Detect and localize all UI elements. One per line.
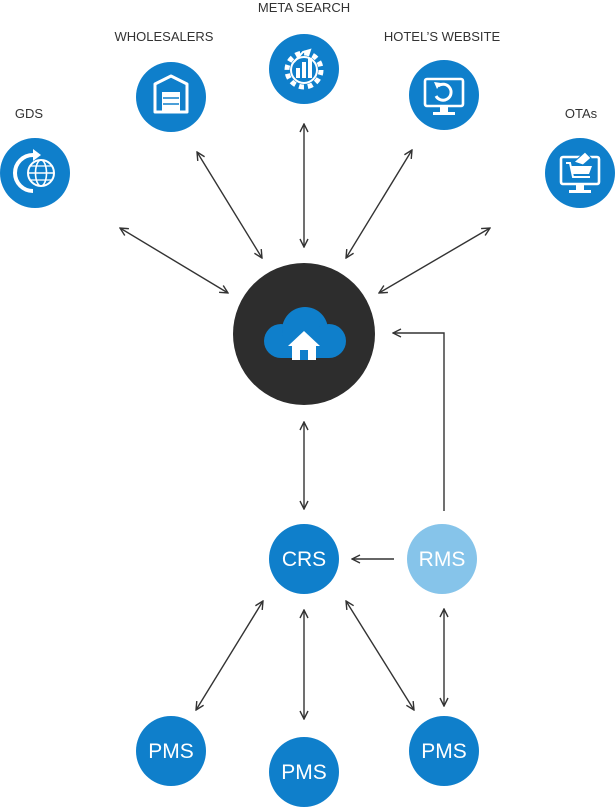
globe-refresh-icon	[13, 149, 55, 193]
crs-node: CRS	[269, 524, 339, 594]
arrow-otas-hub	[379, 228, 490, 293]
arrow-crs-pms-right	[346, 601, 414, 710]
pms-left-node: PMS	[136, 716, 206, 786]
pms-left-label: PMS	[148, 740, 194, 763]
pms-center-label: PMS	[281, 761, 327, 784]
crs-label: CRS	[282, 548, 326, 571]
arrow-wholesalers-hub	[197, 152, 262, 258]
label-hotels-website: HOTEL’S WEBSITE	[384, 29, 501, 44]
rms-label: RMS	[419, 548, 466, 571]
meta-search-node	[269, 34, 339, 104]
wholesalers-node	[136, 62, 206, 132]
arrow-crs-pms-left	[196, 601, 263, 710]
label-meta-search: META SEARCH	[258, 0, 350, 15]
arrow-gds-hub	[120, 228, 228, 293]
monitor-cart-icon	[559, 151, 601, 193]
label-gds: GDS	[15, 106, 44, 121]
gear-chart-icon	[284, 48, 324, 90]
arrow-website-hub	[346, 150, 412, 258]
hotels-website-node	[409, 60, 479, 130]
otas-node	[545, 138, 615, 208]
rms-node: RMS	[407, 524, 477, 594]
gds-node	[0, 138, 70, 208]
pms-center-node: PMS	[269, 737, 339, 807]
warehouse-icon	[153, 74, 189, 114]
pms-right-node: PMS	[409, 716, 479, 786]
pms-right-label: PMS	[421, 740, 467, 763]
cloud-house-icon	[264, 307, 346, 360]
monitor-refresh-icon	[423, 77, 465, 115]
label-otas: OTAs	[565, 106, 598, 121]
hub-node	[233, 263, 375, 405]
arrow-rms-hub	[393, 333, 445, 511]
label-wholesalers: WHOLESALERS	[115, 29, 214, 44]
connections	[120, 124, 490, 719]
